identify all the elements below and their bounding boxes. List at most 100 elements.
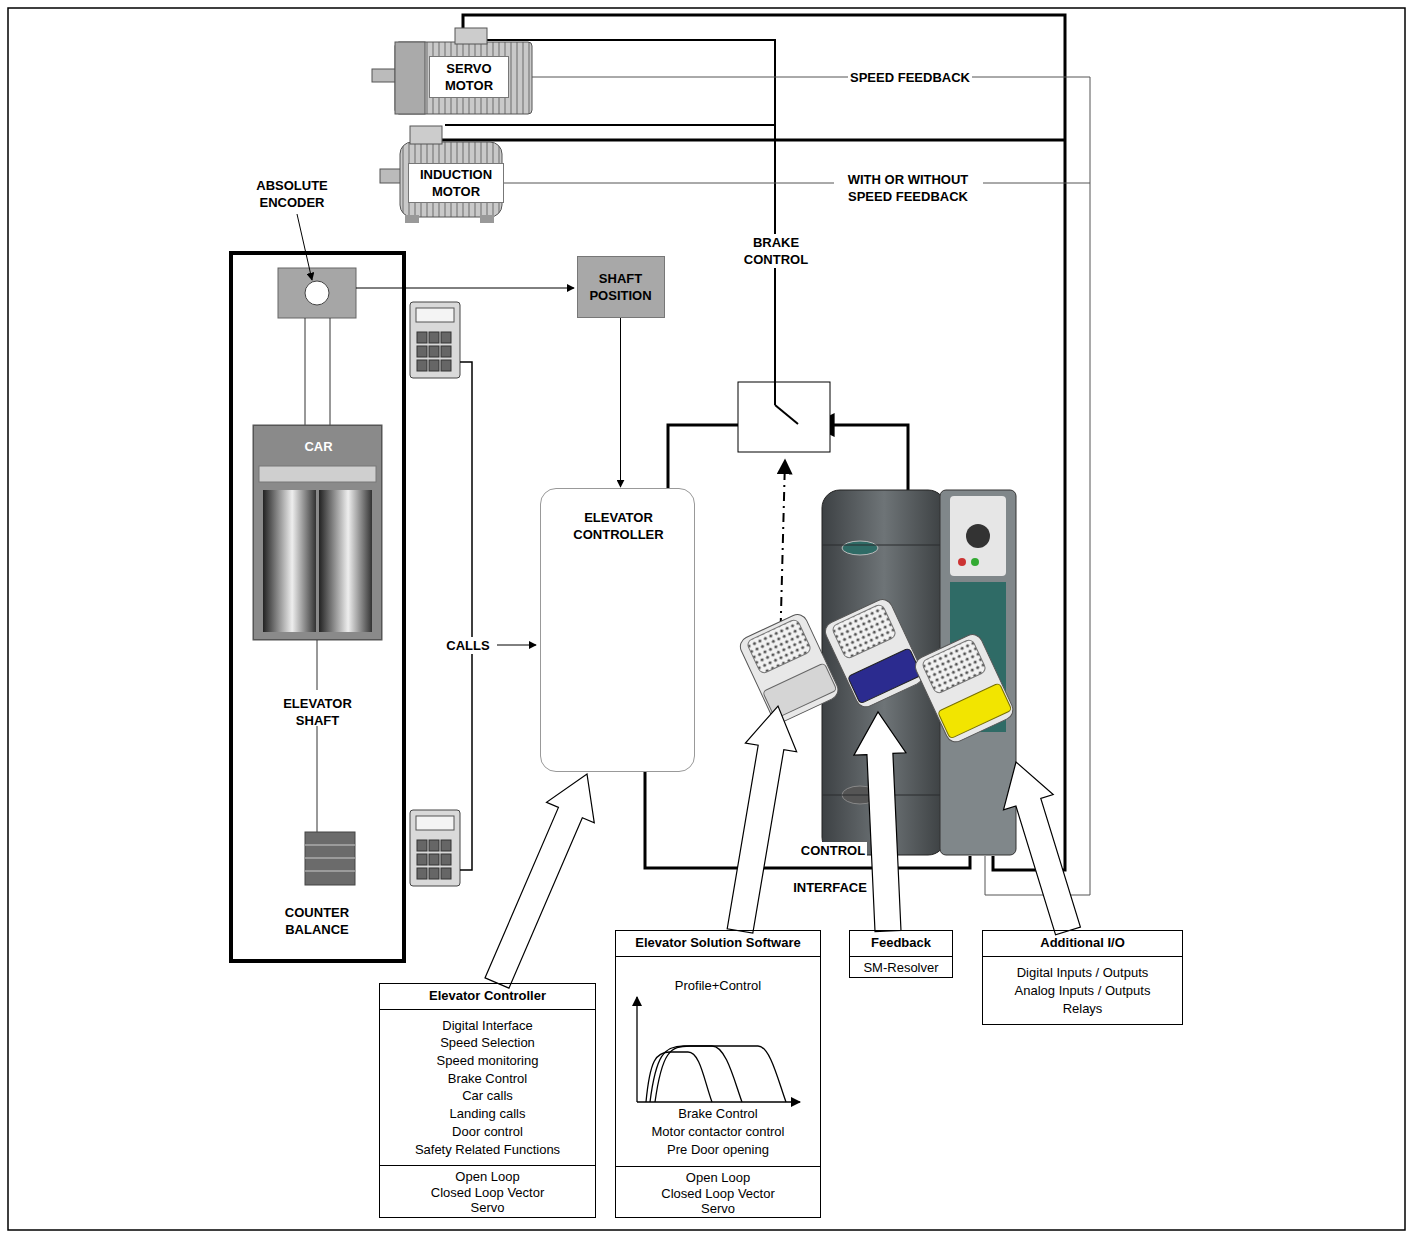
separator-line	[616, 956, 820, 957]
signal-label: BRAKE CONTROL	[734, 234, 818, 268]
callout-item: Safety Related Functions	[380, 1142, 595, 1157]
callout-item: Analog Inputs / Outputs	[983, 983, 1182, 998]
signal-label: SPEED FEEDBACK	[848, 69, 972, 86]
plug-in-modules	[822, 596, 926, 710]
node-label: ELEVATOR SHAFT	[263, 695, 373, 729]
keypad-symbol	[417, 868, 427, 879]
speed-feedback-wires	[530, 77, 1090, 895]
servo-motor-symbol	[395, 42, 532, 114]
profile-chart	[655, 1046, 786, 1102]
callout-item: Landing calls	[380, 1106, 595, 1121]
signal-label: CONTROL	[799, 842, 867, 859]
callout-box: FeedbackSM-Resolver	[849, 930, 953, 978]
callout-item: Brake Control	[616, 1106, 820, 1121]
calls-wire	[460, 362, 472, 870]
controller-stripes	[616, 562, 620, 700]
keypad-symbol	[410, 302, 460, 378]
callout-arrow	[485, 774, 594, 988]
controller-box: ELEVATOR CONTROLLER	[540, 488, 695, 772]
keypad-symbol	[429, 360, 439, 371]
keypad-symbol	[429, 840, 439, 851]
controller-stripes	[666, 490, 670, 503]
elevator-shaft-figure	[263, 490, 316, 632]
callout-item: Closed Loop Vector	[616, 1186, 820, 1201]
callout-box: Elevator ControllerDigital InterfaceSpee…	[379, 983, 596, 1218]
signal-label: WITH OR WITHOUT SPEED FEEDBACK	[834, 171, 983, 205]
callout-box: Additional I/ODigital Inputs / OutputsAn…	[982, 930, 1183, 1025]
profile-chart	[636, 997, 637, 1102]
leader-line	[297, 214, 312, 280]
elevator-shaft-figure	[317, 726, 318, 832]
callout-item: Open Loop	[380, 1169, 595, 1184]
keypad-symbol	[441, 346, 451, 357]
callout-item: Servo	[616, 1201, 820, 1216]
callout-item: Brake Control	[380, 1071, 595, 1086]
induction-motor-symbol	[380, 169, 402, 183]
callout-item: Open Loop	[616, 1170, 820, 1185]
keypad-symbol	[410, 810, 460, 886]
drive-unit	[842, 541, 878, 555]
keypad-symbol	[441, 332, 451, 343]
node-label: INDUCTION MOTOR	[412, 166, 500, 200]
callout-item: Speed Selection	[380, 1035, 595, 1050]
plug-in-modules	[938, 683, 1012, 739]
plug-in-modules	[912, 631, 1016, 745]
controller-stripes	[565, 490, 569, 503]
elevator-shaft-figure	[317, 640, 318, 690]
keypad-symbol	[429, 346, 439, 357]
elevator-shaft-figure	[259, 466, 376, 482]
keypad-symbol	[429, 854, 439, 865]
profile-chart	[637, 1101, 800, 1102]
elevator-shaft-figure	[278, 268, 356, 318]
car-box: CAR	[253, 425, 382, 640]
speed-feedback-wires	[500, 183, 1090, 184]
keypad-symbol	[429, 868, 439, 879]
node-label: ELEVATOR CONTROLLER	[554, 509, 684, 543]
part-label: COUNTER BALANCE	[265, 904, 369, 938]
keypad-symbol	[410, 810, 460, 886]
separator-line	[616, 1166, 820, 1167]
signal-arrow	[620, 318, 621, 487]
callout-item: Closed Loop Vector	[380, 1185, 595, 1200]
callout-heading: Feedback	[850, 935, 952, 950]
controller-stripes	[666, 557, 670, 768]
induction-motor-symbol	[380, 126, 502, 223]
keypad-symbols	[410, 302, 460, 886]
keypad-symbol	[416, 308, 454, 322]
drive-unit	[822, 490, 1016, 855]
induction-motor-symbol	[480, 215, 494, 223]
separator-line	[983, 956, 1182, 957]
brake-switch	[738, 382, 830, 452]
servo-motor-symbol	[395, 42, 425, 114]
part-label: ABSOLUTE ENCODER	[240, 177, 344, 211]
plug-in-modules	[848, 648, 922, 704]
encoder-signal	[356, 288, 574, 289]
elevator-shaft-figure	[305, 845, 355, 846]
callout-item: Pre Door opening	[616, 1142, 820, 1157]
elevator-shaft-figure	[253, 425, 382, 640]
controller-stripes	[565, 557, 569, 768]
keypad-symbol	[417, 332, 427, 343]
keypad-symbol	[441, 868, 451, 879]
callout-item: Door control	[380, 1124, 595, 1139]
induction-motor-symbol	[405, 215, 419, 223]
separator-line	[850, 956, 952, 957]
signal-label: INTERFACE	[791, 879, 869, 896]
separator-line	[380, 1009, 595, 1010]
keypad-symbol	[417, 840, 427, 851]
brake-wires	[445, 124, 775, 126]
drive-unit	[950, 496, 1006, 576]
profile-chart	[637, 997, 800, 1102]
callout-arrow	[1004, 762, 1081, 935]
node-label: SERVO MOTOR	[433, 60, 505, 94]
keypad-symbol	[441, 360, 451, 371]
brake-switch	[774, 382, 776, 405]
keypad-symbol	[417, 346, 427, 357]
motor-label: SERVO MOTOR	[429, 56, 509, 98]
motor-label: INDUCTION MOTOR	[408, 163, 504, 203]
signal-label: CALLS	[444, 637, 491, 654]
induction-motor-symbol	[410, 126, 442, 144]
plug-in-modules	[746, 618, 812, 674]
